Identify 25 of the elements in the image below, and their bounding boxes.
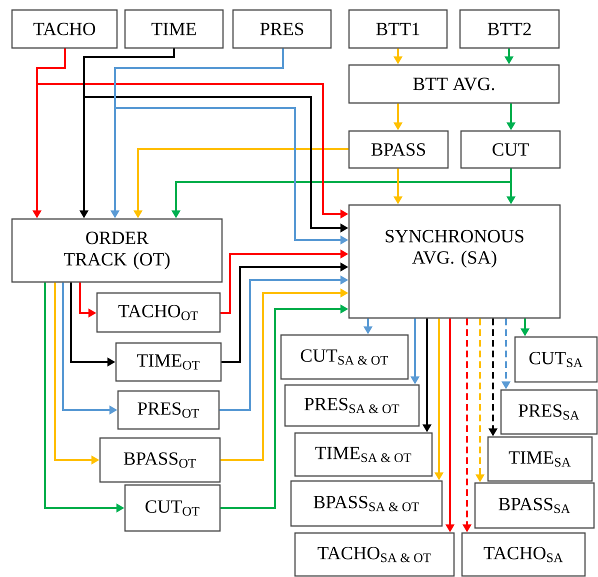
process-box: CUT$_{SA}$	[514, 336, 598, 383]
process-box: PRES$_{OT}$	[117, 390, 220, 430]
process-box: BPASS$_{OT}$	[99, 437, 221, 483]
process-box: BPASS$_{SA}$	[474, 482, 595, 529]
process-box: BPASS	[348, 130, 449, 169]
process-box: TIME$_{OT}$	[115, 342, 222, 382]
process-box: CUT$_{OT}$	[124, 484, 221, 532]
process-box: PRES	[232, 9, 332, 49]
process-box: TACHO	[11, 9, 118, 49]
process-box: TACHO$_{SA}$	[461, 532, 586, 577]
process-box: TACHO$_{OT}$	[96, 292, 221, 333]
process-box: $\text{BPASS}_{\text{SA \& OT}}$	[290, 480, 443, 527]
process-box: BTT1	[348, 9, 448, 49]
process-box: BTT2	[459, 9, 560, 49]
process-box: ORDER TRACK (OT)	[11, 218, 223, 283]
process-box: $\text{TACHO}_{\text{SA \& OT}}$	[294, 532, 455, 577]
process-box: $\text{TIME}_{\text{SA \& OT}}$	[294, 432, 433, 477]
process-box: TIME	[124, 9, 224, 49]
process-box: TIME$_{SA}$	[487, 436, 593, 482]
process-box: BTT AVG.	[348, 64, 560, 104]
process-box: $\text{PRES}_{\text{SA \& OT}}$	[284, 384, 420, 427]
process-box: $\text{CUT}_{\text{SA \& OT}}$	[280, 334, 409, 380]
process-box: PRES$_{SA}$	[500, 389, 598, 435]
process-box: SYNCHRONOUS AVG. (SA)	[348, 204, 561, 319]
process-box: CUT	[460, 130, 561, 169]
